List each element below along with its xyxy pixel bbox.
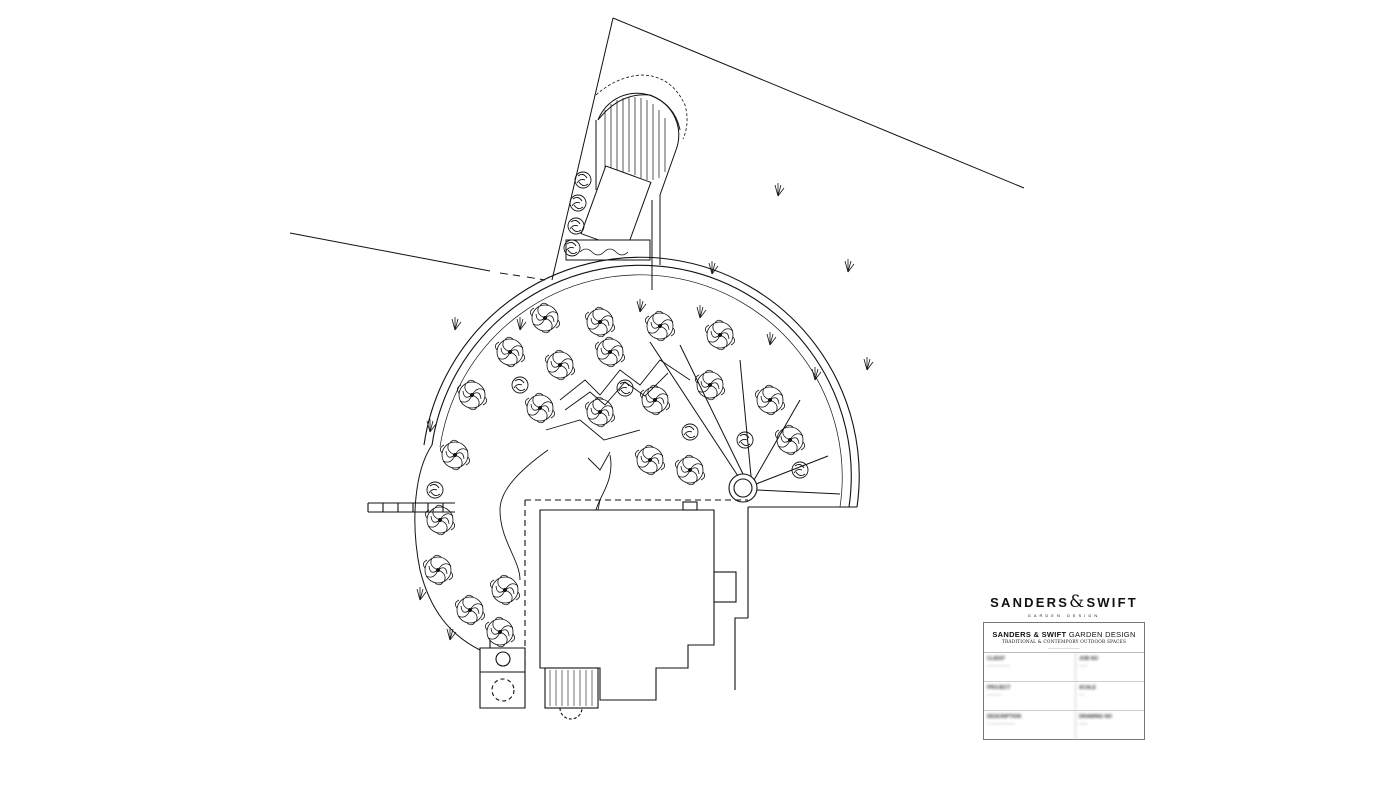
logo-ampersand: & (1069, 592, 1087, 612)
company-name: SANDERS & SWIFT (992, 630, 1067, 639)
redacted-value: ── (1079, 692, 1085, 697)
redacted-value: ────────── (987, 721, 1016, 726)
title-block-tagline: TRADITIONAL & CONTEMPORY OUTDOOR SPACES (1001, 640, 1127, 645)
circular-garden (367, 256, 860, 690)
title-block-cell: JOB NO ─── (1076, 653, 1144, 681)
title-block-cell: SCALE ── (1076, 682, 1144, 710)
logo-wordmark: SANDERS&SWIFT (984, 592, 1144, 612)
title-block-row: CLIENT ──────── JOB NO ─── (984, 653, 1144, 682)
house-footprint (479, 451, 748, 720)
title-block-cell: DESCRIPTION ────────── (984, 711, 1076, 740)
redacted-value: ───── (987, 692, 1002, 697)
title-block-company: SANDERS & SWIFT GARDEN DESIGN (984, 630, 1144, 639)
redacted-value: ─── (1079, 721, 1088, 726)
project-label: PROJECT (987, 685, 1011, 691)
title-block-cell: CLIENT ──────── (984, 653, 1076, 681)
upper-terrace (565, 74, 688, 290)
company-logo: SANDERS&SWIFT GARDEN DESIGN (984, 592, 1144, 618)
job-number-label: JOB NO (1079, 656, 1099, 662)
title-block-cell: PROJECT ───── (984, 682, 1076, 710)
scale-label: SCALE (1079, 685, 1096, 691)
title-block-row: DESCRIPTION ────────── DRAWING NO ─── (984, 711, 1144, 740)
redacted-value: ──────── (987, 663, 1010, 668)
title-block-address-blurred: ───────────────── (1048, 647, 1080, 650)
logo-subtitle: GARDEN DESIGN (1027, 613, 1101, 618)
client-label: CLIENT (987, 656, 1006, 662)
drawing-title-block: SANDERS & SWIFT GARDEN DESIGN TRADITIONA… (983, 622, 1145, 740)
logo-word-sanders: SANDERS (990, 595, 1070, 610)
description-label: DESCRIPTION (987, 714, 1022, 720)
title-block-row: PROJECT ───── SCALE ── (984, 682, 1144, 711)
redacted-value: ─── (1079, 663, 1088, 668)
title-block-header: SANDERS & SWIFT GARDEN DESIGN TRADITIONA… (984, 623, 1144, 653)
drawing-number-label: DRAWING NO (1079, 714, 1113, 720)
title-block-cell: DRAWING NO ─── (1076, 711, 1144, 740)
logo-word-swift: SWIFT (1086, 595, 1138, 610)
site-boundary (289, 17, 1025, 281)
company-suffix: GARDEN DESIGN (1068, 630, 1136, 639)
